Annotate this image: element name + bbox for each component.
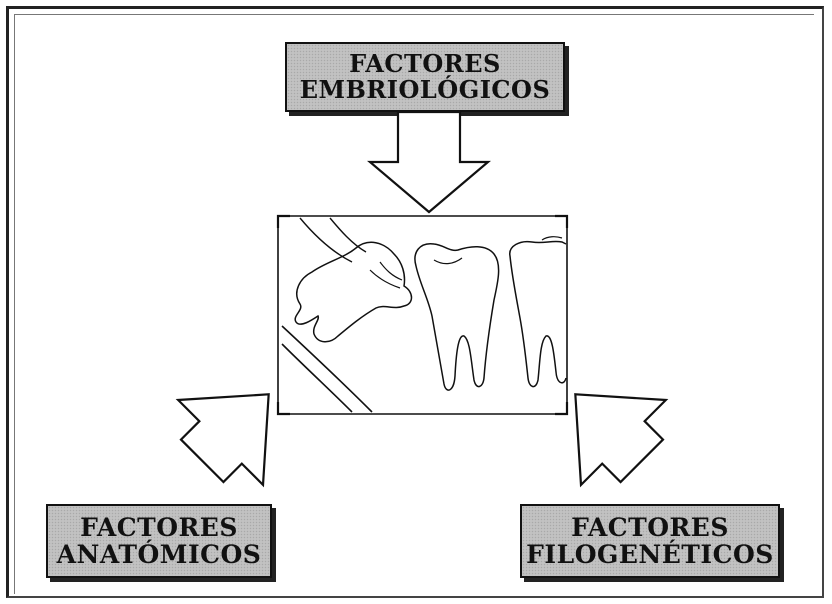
arrow-down-icon bbox=[370, 112, 488, 212]
impacted-molar-drawing-icon bbox=[278, 216, 567, 414]
